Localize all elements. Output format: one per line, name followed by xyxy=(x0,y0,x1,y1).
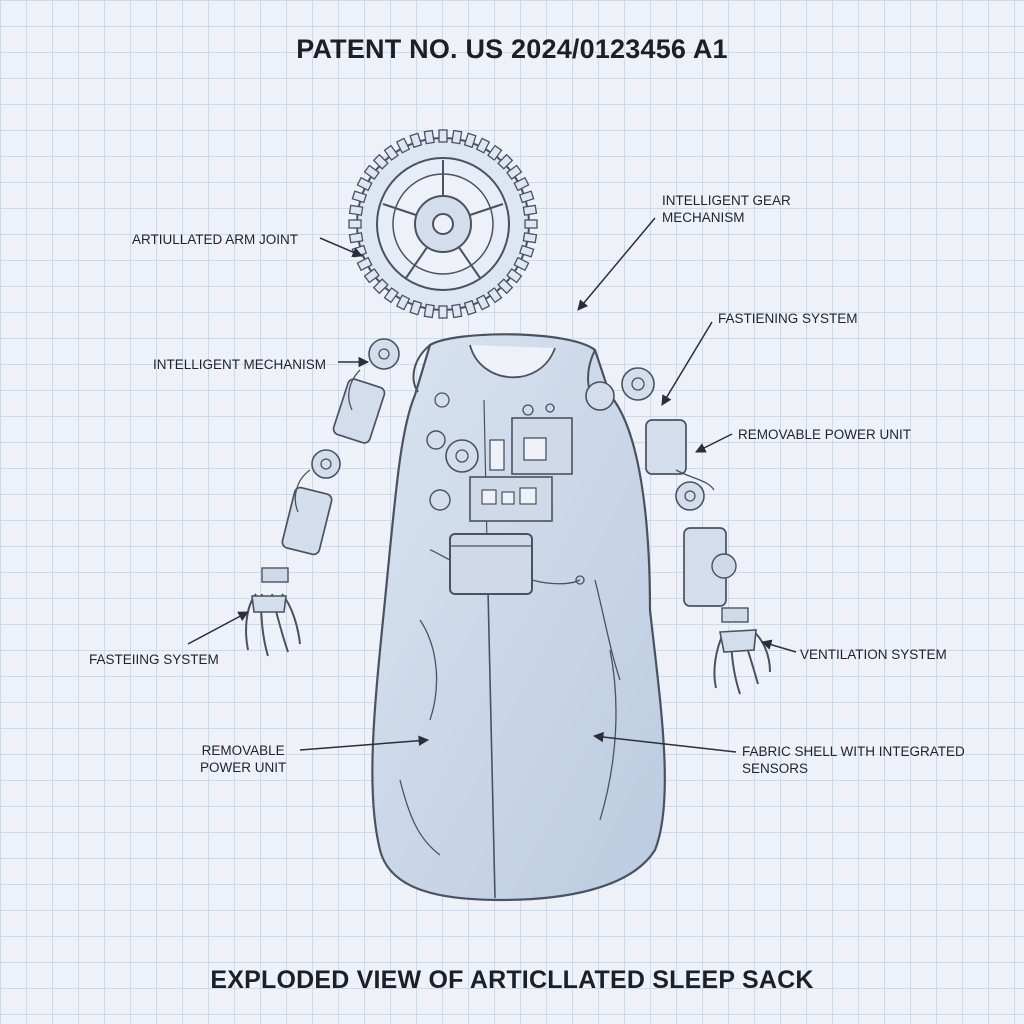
gear-tooth xyxy=(438,305,448,319)
gear-tooth xyxy=(518,244,535,258)
gear-tooth xyxy=(487,287,503,304)
gear-tooth xyxy=(463,299,477,316)
sleep-sack-body xyxy=(371,333,666,902)
gear-tooth xyxy=(363,268,380,284)
gear-tooth xyxy=(451,129,463,145)
circuit-board-lower xyxy=(469,476,553,522)
gear-tooth xyxy=(506,164,523,180)
label-ventilation: VENTILATION SYSTEM xyxy=(800,647,947,662)
gear-tooth xyxy=(451,303,463,319)
gear-tooth xyxy=(348,219,362,229)
gear-tooth xyxy=(423,303,435,319)
gear-tooth xyxy=(383,287,399,304)
gear-tooth xyxy=(438,129,448,143)
page-title: PATENT NO. US 2024/0123456 A1 xyxy=(296,34,728,64)
gear-tooth xyxy=(513,176,530,192)
gear-tooth xyxy=(395,137,411,154)
label-fastening-right: FASTIENING SYSTEM xyxy=(718,311,858,326)
gear-tooth xyxy=(356,176,373,192)
gear-tooth xyxy=(524,219,538,229)
gear-tooth xyxy=(497,153,514,170)
gear-tooth xyxy=(518,190,535,204)
gear-tooth xyxy=(372,278,389,295)
leader-lines xyxy=(187,217,797,753)
gear-tooth xyxy=(409,132,423,149)
gear-tooth xyxy=(409,299,423,316)
gear-tooth xyxy=(383,144,399,161)
label-fabric-shell: FABRIC SHELL WITH INTEGRATED SENSORS xyxy=(742,744,965,777)
figure-caption: EXPLODED VIEW OF ARTICLLATED SLEEP SACK xyxy=(210,966,814,994)
gear-tooth xyxy=(423,129,435,145)
power-unit-box xyxy=(429,533,585,595)
gear-tooth xyxy=(348,232,364,244)
gear-tooth xyxy=(497,278,514,295)
left-robotic-arm xyxy=(245,338,400,657)
small-gears-cluster xyxy=(426,392,479,511)
label-fastening-left: FASTEIING SYSTEM xyxy=(89,652,219,667)
gear-tooth xyxy=(522,204,538,216)
right-robotic-arm xyxy=(585,367,771,695)
gear-tooth xyxy=(506,268,523,284)
gear-tooth xyxy=(351,190,368,204)
label-intelligent-mechanism: INTELLIGENT MECHANISM xyxy=(153,357,327,372)
gear-tooth xyxy=(463,132,477,149)
gear-tooth xyxy=(513,256,530,272)
gear-tooth xyxy=(363,164,380,180)
gear-tooth xyxy=(372,153,389,170)
label-gear-mechanism: INTELLIGENT GEAR MECHANISM xyxy=(662,193,791,226)
label-power-unit-right: REMOVABLE POWER UNIT xyxy=(738,427,912,442)
gear-tooth xyxy=(475,137,491,154)
large-gear xyxy=(348,129,538,319)
label-arm-joint: ARTIULLATED ARM JOINT xyxy=(132,232,299,247)
gear-tooth xyxy=(475,294,491,311)
gear-tooth xyxy=(348,204,364,216)
gear-tooth xyxy=(395,294,411,311)
gear-tooth xyxy=(356,256,373,272)
circuit-board-upper xyxy=(489,403,573,475)
gear-tooth xyxy=(522,232,538,244)
gear-tooth xyxy=(487,144,503,161)
label-power-unit-left: REMOVABLE POWER UNIT xyxy=(200,743,287,776)
